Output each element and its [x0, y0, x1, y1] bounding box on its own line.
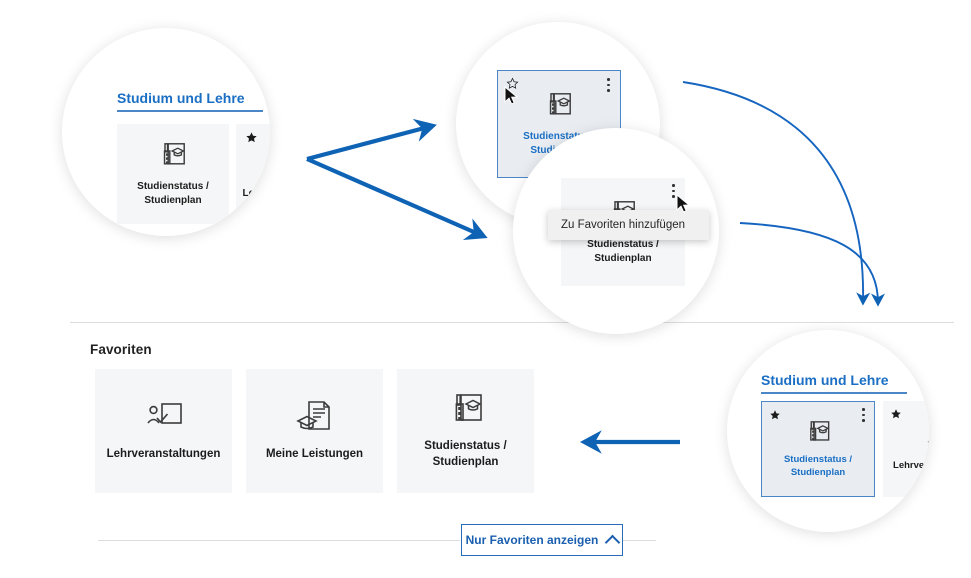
study-status-icon: [804, 419, 833, 445]
favorite-tile-studienstatus[interactable]: Studienstatus / Studienplan: [397, 369, 534, 493]
tile-studienstatus-favorited[interactable]: Studienstatus / Studienplan: [761, 401, 875, 497]
tile-label-line1: Studienstatus /: [783, 453, 853, 465]
favorite-tile-lehrveranstaltungen[interactable]: Lehrveranstaltungen: [95, 369, 232, 493]
section-heading-studium-und-lehre: Studium und Lehre: [117, 90, 263, 112]
divider-top: [70, 322, 954, 323]
chevron-up-icon: [605, 534, 621, 550]
tile-label-line1: Studienstatus /: [424, 440, 507, 453]
achievements-icon: [295, 400, 334, 434]
favoriten-heading: Favoriten: [90, 342, 152, 357]
section-heading-studium-und-lehre: Studium und Lehre: [761, 372, 907, 394]
tile-label: Lehrveranstaltungen: [242, 187, 270, 199]
tile-label: Lehrveranstaltungen: [893, 460, 929, 472]
tile-label-line1: Studienstatus /: [523, 131, 595, 143]
tile-label-line2: Studienplan: [594, 252, 652, 264]
tile-label-line2: Studienplan: [432, 455, 499, 468]
divider-bottom-left: [98, 540, 460, 541]
favorite-tile-meine-leistungen[interactable]: Meine Leistungen: [246, 369, 383, 493]
tile-label: Meine Leistungen: [265, 447, 364, 460]
tile-lehrveranstaltungen-favorited[interactable]: Lehrveranstaltungen: [883, 401, 929, 497]
courses-icon: [926, 425, 929, 451]
tile-label: Studienstatus / Studienplan: [424, 439, 506, 469]
tile-label-line2: Studienplan: [790, 466, 846, 478]
star-filled-icon[interactable]: [769, 408, 782, 421]
tile-studienstatus[interactable]: Studienstatus / Studienplan: [117, 124, 229, 224]
show-favorites-only-label: Nur Favoriten anzeigen: [465, 533, 599, 547]
tile-lehrveranstaltungen[interactable]: Lehrveranstaltungen: [236, 124, 270, 224]
kebab-menu-icon[interactable]: [672, 184, 676, 198]
show-favorites-only-button[interactable]: Nur Favoriten anzeigen: [461, 524, 623, 556]
study-status-icon: [157, 141, 189, 169]
mouse-cursor-icon: [676, 193, 692, 214]
star-outline-icon[interactable]: [506, 77, 519, 90]
tile-label: Studienstatus / Studienplan: [587, 238, 659, 264]
divider-bottom-right: [623, 540, 656, 541]
kebab-menu-icon[interactable]: [862, 408, 866, 422]
star-filled-icon[interactable]: [245, 131, 258, 144]
tile-label-line1: Studienstatus /: [137, 181, 209, 193]
kebab-menu-icon[interactable]: [607, 78, 611, 92]
magnifier-circle-context-menu: Studienstatus / Studienplan Zu Favoriten…: [513, 128, 719, 334]
star-filled-icon[interactable]: [890, 407, 903, 420]
menu-item-add-to-favorites[interactable]: Zu Favoriten hinzufügen: [561, 219, 686, 231]
tile-label: Studienstatus / Studienplan: [784, 454, 852, 479]
magnifier-circle-favorited: Studium und Lehre: [727, 330, 929, 532]
magnifier-circle-initial: Studium und Lehre: [62, 28, 270, 236]
courses-icon: [145, 400, 183, 434]
study-status-icon: [447, 392, 485, 426]
tile-label: Studienstatus / Studienplan: [137, 180, 209, 206]
tile-label: Lehrveranstaltungen: [106, 447, 221, 460]
study-status-icon: [543, 91, 575, 119]
mouse-cursor-icon: [504, 85, 520, 106]
context-menu: Zu Favoriten hinzufügen: [548, 210, 709, 240]
tile-label-line1: Studienstatus /: [587, 239, 659, 251]
tile-label-line2: Studienplan: [144, 194, 202, 206]
